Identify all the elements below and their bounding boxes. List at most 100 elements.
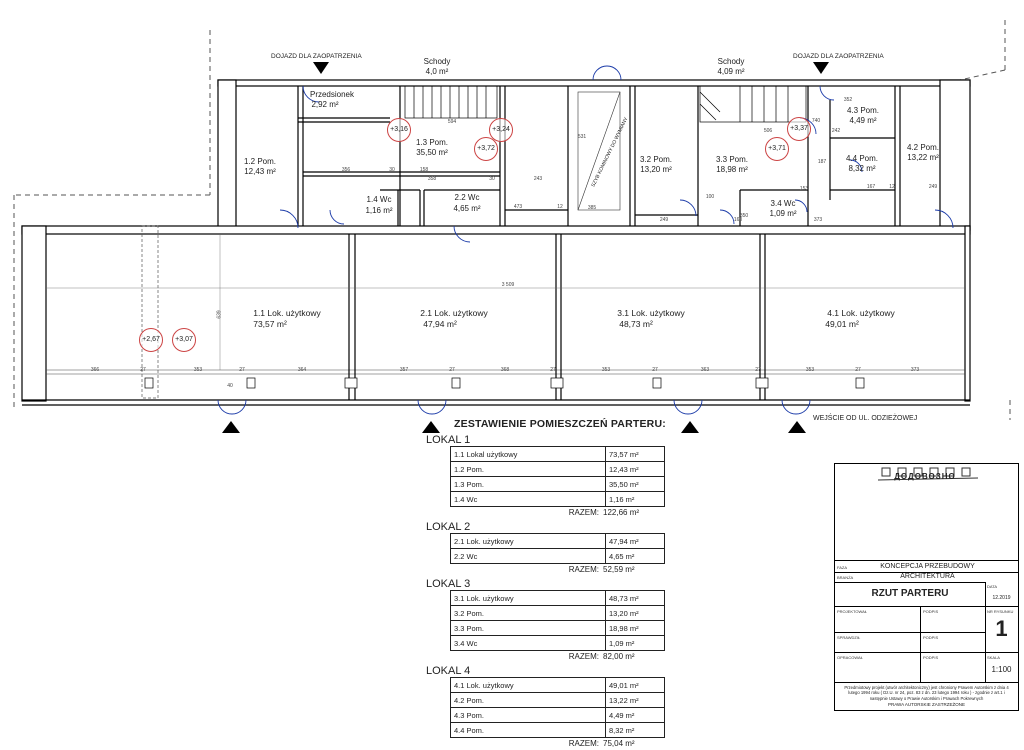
room-name-cell: 3.2 Pom.	[450, 605, 606, 621]
internal-walls	[297, 86, 901, 400]
group-total: RAZEM:52,59 m²	[450, 564, 665, 576]
table-row: 3.3 Pom.18,98 m²	[450, 620, 665, 636]
floor-plan	[13, 20, 1011, 481]
room-2-1-area: 47,94 m²	[423, 319, 457, 329]
total-value: 75,04 m²	[603, 739, 635, 748]
room-1-2-name: 1.2 Pom.	[243, 157, 277, 166]
room-1-4-area: 1,16 m²	[365, 206, 393, 215]
radiators	[144, 377, 865, 389]
total-label: RAZEM:	[568, 652, 599, 661]
room-name-cell: 4.3 Pom.	[450, 707, 606, 723]
total-value: 82,00 m²	[603, 652, 635, 661]
entrance-arrow-1	[222, 421, 240, 433]
dimension-label: 100	[705, 194, 715, 200]
dimension-label: 27	[550, 367, 556, 373]
drawing-title: RZUT PARTERU	[871, 588, 949, 599]
room-4-2-name: 4.2 Pom.	[906, 143, 940, 152]
table-row: 4.3 Pom.4,49 m²	[450, 707, 665, 723]
room-name-cell: 3.3 Pom.	[450, 620, 606, 636]
dimension-label: 27	[652, 367, 658, 373]
room-2-2-area: 4,65 m²	[453, 204, 481, 213]
branch-name: ARCHITEKTURA	[900, 573, 955, 580]
dimension-label: 358	[427, 176, 437, 182]
schedule-group-title: LOKAL 2	[426, 521, 471, 533]
dimension-label: 249	[659, 217, 669, 223]
table-row: 3.2 Pom.13,20 m²	[450, 605, 665, 621]
dimension-label: 353	[805, 367, 815, 373]
logo-mark	[877, 467, 979, 481]
elevation-marker: +3,37	[787, 117, 811, 141]
room-area-cell: 13,20 m²	[605, 605, 665, 621]
room-4-4-name: 4.4 Pom.	[845, 154, 879, 163]
dimension-label: 353	[193, 367, 203, 373]
room-name-cell: 4.2 Pom.	[450, 692, 606, 708]
dimension-label: 242	[831, 128, 841, 134]
room-area-cell: 73,57 m²	[605, 446, 665, 462]
dimension-total: 3 509	[501, 282, 515, 288]
dimension-label: 352	[843, 97, 853, 103]
dimension-label: 27	[239, 367, 245, 373]
table-row: 1.2 Pom.12,43 m²	[450, 461, 665, 477]
field-label-nr-rysunku: NR RYSUNKU	[987, 609, 1014, 614]
dimension-label: 531	[577, 134, 587, 140]
dimension-label: 160	[733, 217, 743, 223]
dimension-label: 153	[799, 186, 809, 192]
room-1-1-area: 73,57 m²	[253, 319, 287, 329]
supply-arrow-1	[313, 62, 329, 74]
copyright-note: Przedmiotowy projekt (utwór architektoni…	[844, 685, 1009, 701]
dimension-label: 27	[855, 367, 861, 373]
room-1-3-name: 1.3 Pom.	[415, 138, 449, 147]
dimension-label: 473	[513, 204, 523, 210]
room-4-1-area: 49,01 m²	[825, 319, 859, 329]
supply-arrow-2	[813, 62, 829, 74]
entrance-label: WEJŚCIE OD UL. ODZIEŻOWEJ	[813, 415, 918, 422]
front-doors	[217, 399, 811, 415]
room-name-cell: 1.3 Pom.	[450, 476, 606, 492]
room-1-1-name: 1.1 Lok. użytkowy	[253, 308, 321, 318]
room-name-cell: 1.1 Lokal użytkowy	[450, 446, 606, 462]
group-total: RAZEM: 82,00 m²	[450, 651, 665, 663]
field-label-podpis-2: PODPIS	[923, 635, 939, 640]
staircase-2	[699, 85, 807, 123]
scale-value: 1:100	[991, 665, 1012, 674]
room-1-3-area: 35,50 m²	[416, 148, 448, 157]
room-name-cell: 2.1 Lok. użytkowy	[450, 533, 606, 549]
elevation-marker: +3,16	[387, 118, 411, 142]
room-stairs-1-area: 4,0 m²	[425, 67, 449, 76]
room-name-cell: 4.4 Pom.	[450, 722, 606, 738]
room-4-1-name: 4.1 Lok. użytkowy	[827, 308, 895, 318]
total-value: 122,66 m²	[603, 508, 640, 517]
company-logo: ДОДОВОЗНО	[835, 464, 1018, 561]
field-label-faza: FAZA	[837, 565, 848, 570]
dimension-label: 12	[557, 204, 563, 210]
room-3-1-name: 3.1 Lok. użytkowy	[617, 308, 685, 318]
field-label-podpis-1: PODPIS	[923, 609, 939, 614]
room-name-cell: 1.4 Wc	[450, 491, 606, 507]
schedule-title: ZESTAWIENIE POMIESZCZEŃ PARTERU:	[454, 418, 666, 430]
dimension-label: 40	[227, 383, 233, 389]
group-total: RAZEM:75,04 m²	[450, 738, 665, 750]
room-3-3-area: 18,98 m²	[716, 165, 748, 174]
dimension-label: 30	[389, 167, 395, 173]
dimension-label: 187	[817, 159, 827, 165]
dimension-label: 350	[739, 213, 749, 219]
room-3-4-area: 1,09 m²	[769, 209, 797, 218]
supply-label-1: DOJAZD DLA ZAOPATRZENIA	[271, 53, 362, 60]
elevation-marker: +3,07	[172, 328, 196, 352]
field-label-sprawdzil: SPRAWDZIŁ	[837, 635, 861, 640]
dimension-label: 373	[813, 217, 823, 223]
room-2-1-name: 2.1 Lok. użytkowy	[420, 308, 488, 318]
room-name-cell: 3.1 Lok. użytkowy	[450, 590, 606, 606]
dimension-label: 167	[866, 184, 876, 190]
room-name-cell: 2.2 Wc	[450, 548, 606, 564]
dimension-label: 243	[533, 176, 543, 182]
room-area-cell: 35,50 m²	[605, 476, 665, 492]
logo-text: ДОДОВОЗНО	[894, 472, 956, 481]
dimension-label: 366	[90, 367, 100, 373]
outer-walls	[21, 79, 971, 406]
dimension-label: 30	[489, 176, 495, 182]
dimension-label: 27	[449, 367, 455, 373]
